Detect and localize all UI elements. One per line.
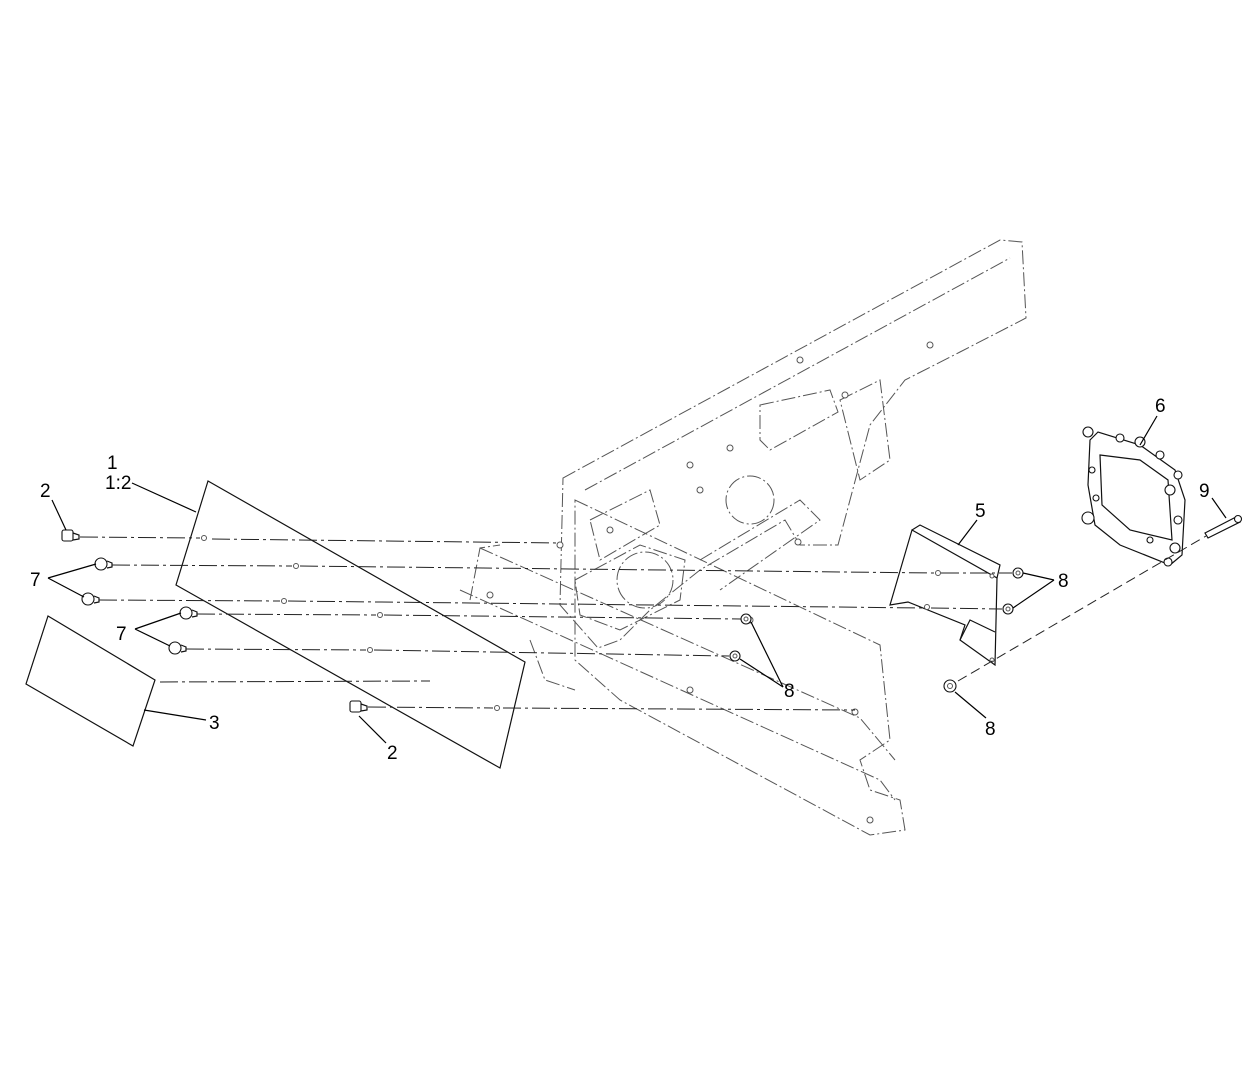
- callout-5: 5: [975, 501, 986, 522]
- callout-8-right: 8: [1058, 571, 1069, 592]
- assembly-lines: [79, 535, 1207, 711]
- callout-labels: 1 1:2 2 7 7 3 2 8 5 8 8 6 9: [30, 396, 1210, 764]
- plug-part-7-b: [81, 592, 100, 606]
- callout-9: 9: [1199, 481, 1210, 502]
- callout-1: 1: [107, 453, 118, 474]
- callout-7-top: 7: [30, 570, 41, 591]
- callout-3: 3: [209, 713, 220, 734]
- fastener-part-2-bottom: [349, 700, 368, 713]
- callout-2-bottom: 2: [387, 743, 398, 764]
- plug-part-7-c: [179, 606, 198, 620]
- nut-part-8-c: [740, 613, 752, 625]
- nut-part-8-b: [1002, 603, 1014, 615]
- nut-part-8-a: [1012, 567, 1024, 579]
- callout-7-mid: 7: [116, 624, 127, 645]
- callout-6: 6: [1155, 396, 1166, 417]
- module-part-6: [1081, 426, 1186, 567]
- panel-part-1: [175, 480, 526, 769]
- bracket-part-5: [889, 524, 1001, 667]
- callout-1-2: 1:2: [105, 473, 131, 494]
- plug-part-7-a: [94, 557, 113, 571]
- nut-part-8-d: [729, 650, 741, 662]
- screw-part-9: [1204, 514, 1243, 539]
- leader-lines: [47, 415, 1227, 744]
- chassis-frame-phantom: [459, 239, 1027, 836]
- callout-2-top: 2: [40, 481, 51, 502]
- callout-8-bottom: 8: [985, 719, 996, 740]
- plug-part-7-d: [168, 641, 187, 655]
- nut-part-8-e: [943, 679, 957, 693]
- fastener-part-2-top: [61, 529, 80, 542]
- decal-part-3: [25, 615, 156, 747]
- callout-8-mid: 8: [784, 681, 795, 702]
